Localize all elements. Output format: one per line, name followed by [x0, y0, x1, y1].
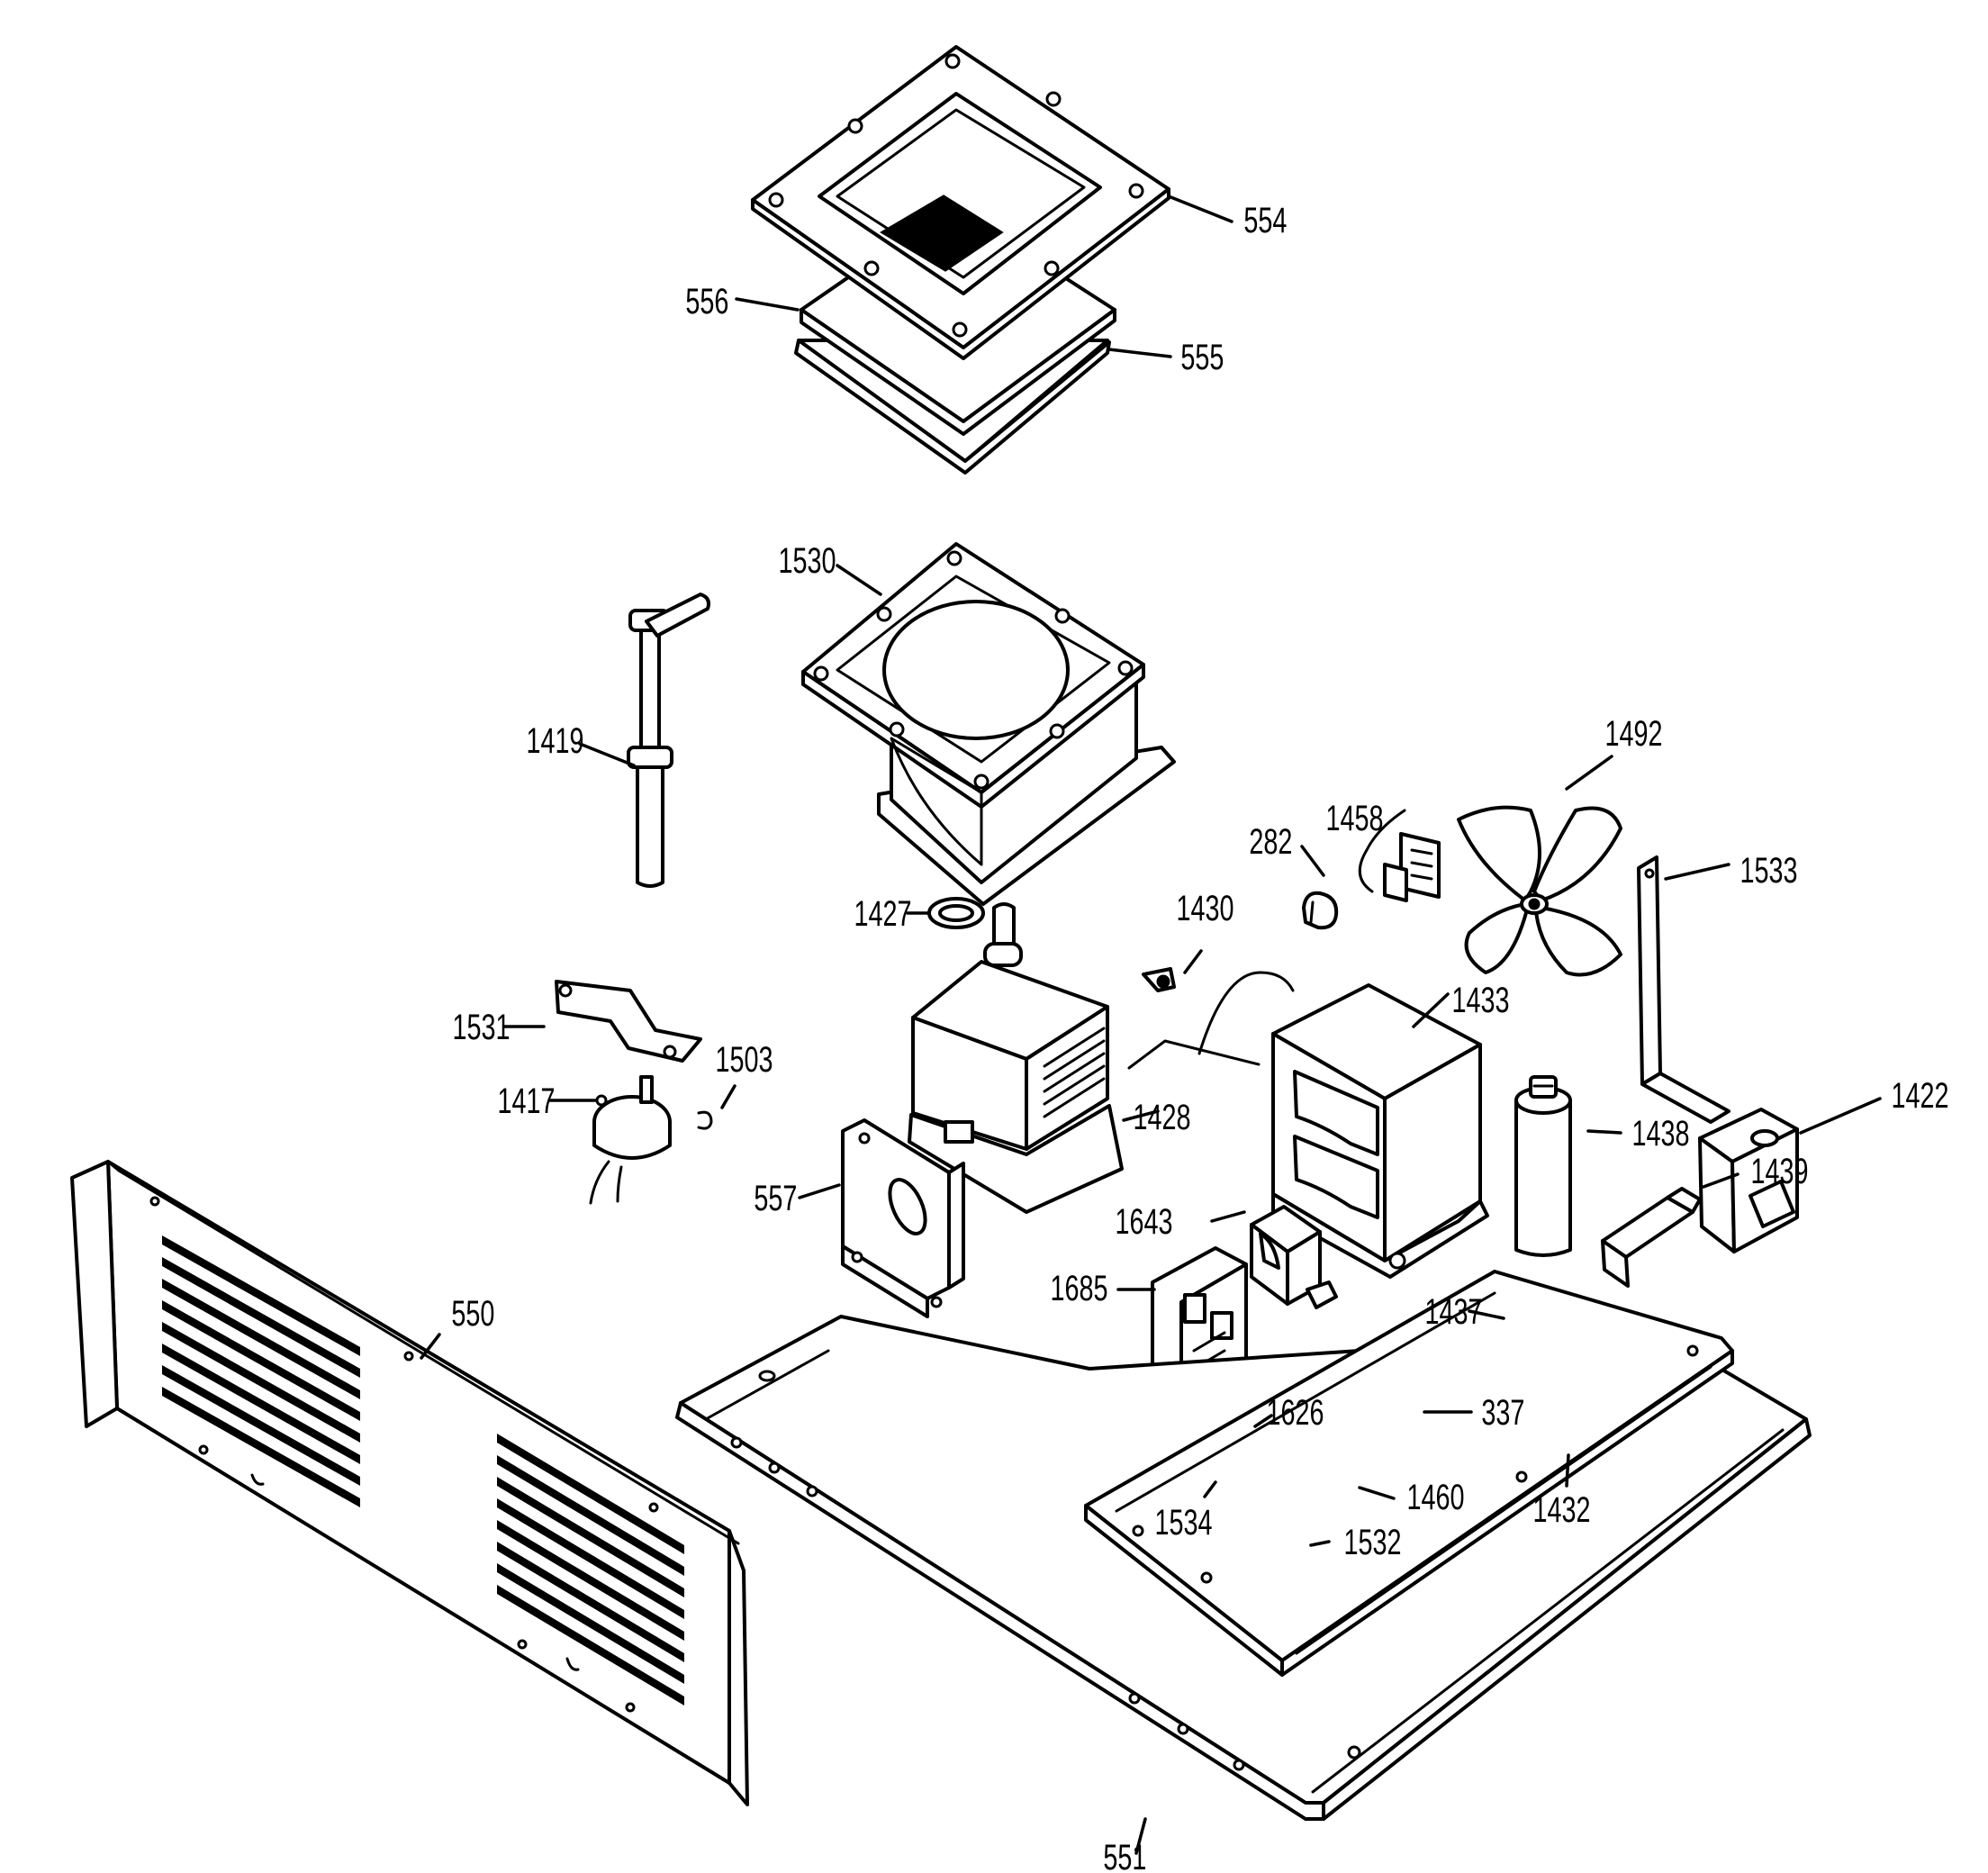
part-282 — [1302, 891, 1339, 930]
label-1530: 1530 — [778, 540, 836, 581]
label-1643: 1643 — [1115, 1201, 1172, 1242]
label-554: 554 — [1243, 200, 1287, 240]
bracket-557 — [841, 1118, 965, 1318]
label-1458: 1458 — [1325, 798, 1383, 838]
label-550: 550 — [451, 1293, 494, 1334]
base-plate-1432 — [1084, 1270, 1734, 1677]
label-282: 282 — [1249, 821, 1292, 862]
part-1439 — [1601, 1187, 1702, 1288]
motor-1417 — [589, 1075, 672, 1205]
waveguide-flange-554 — [751, 45, 1170, 360]
label-1626: 1626 — [1266, 1392, 1324, 1433]
transformer-1433 — [1271, 983, 1489, 1279]
label-1503: 1503 — [715, 1039, 773, 1080]
label-1428: 1428 — [1133, 1097, 1190, 1137]
louvers-right — [497, 1434, 684, 1706]
part-labels: 554 556 555 1530 1419 1492 1458 282 1533… — [451, 200, 1948, 1873]
label-1534: 1534 — [1154, 1502, 1212, 1543]
label-551: 551 — [1103, 1837, 1146, 1873]
label-1531: 1531 — [452, 1007, 510, 1047]
transformer-1643 — [1250, 1205, 1338, 1309]
label-1430: 1430 — [1176, 888, 1233, 928]
label-1460: 1460 — [1406, 1477, 1464, 1517]
bracket-1533 — [1637, 855, 1730, 1124]
terminal-block-1458 — [1358, 809, 1441, 902]
label-556: 556 — [685, 281, 728, 321]
wire-harness — [1127, 971, 1295, 1070]
label-1533: 1533 — [1740, 850, 1797, 891]
label-1492: 1492 — [1604, 713, 1662, 754]
magnetron-1428 — [908, 902, 1124, 1214]
label-1422: 1422 — [1891, 1075, 1948, 1116]
bracket-1531 — [555, 980, 702, 1063]
waveguide-1530 — [801, 542, 1176, 906]
label-1432: 1432 — [1532, 1489, 1590, 1530]
clip-1503 — [697, 1110, 713, 1130]
label-557: 557 — [754, 1178, 797, 1218]
ring-1427 — [927, 897, 985, 929]
label-555: 555 — [1180, 337, 1224, 377]
label-1427: 1427 — [854, 893, 911, 934]
louvers-left — [162, 1235, 360, 1507]
label-1419: 1419 — [526, 720, 583, 761]
fan-blade-1492 — [1457, 805, 1622, 977]
label-1433: 1433 — [1451, 980, 1509, 1020]
label-337: 337 — [1481, 1392, 1524, 1433]
leader-lines — [420, 195, 1882, 1855]
motor-1422 — [1698, 1108, 1799, 1253]
shaft-1419 — [627, 593, 710, 888]
label-1437: 1437 — [1424, 1291, 1482, 1332]
capacitor-1438 — [1514, 1075, 1572, 1257]
label-1417: 1417 — [497, 1081, 555, 1121]
label-1439: 1439 — [1750, 1151, 1808, 1191]
clip-1430 — [1142, 967, 1176, 992]
louvered-panel-550 — [70, 1160, 749, 1806]
label-1532: 1532 — [1343, 1522, 1401, 1562]
label-1685: 1685 — [1050, 1268, 1107, 1308]
label-1438: 1438 — [1631, 1113, 1689, 1154]
